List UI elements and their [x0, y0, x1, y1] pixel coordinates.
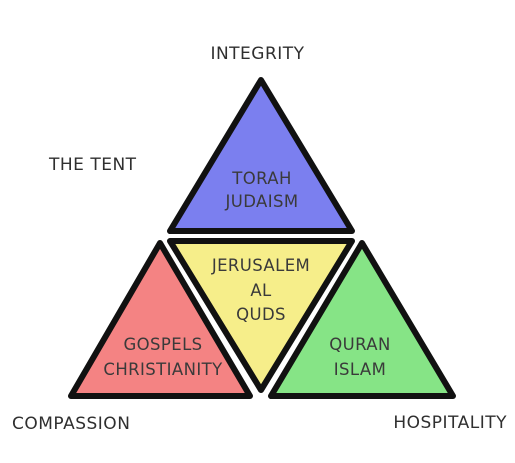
judaism-label: JUDAISM [224, 192, 298, 211]
islam-label: ISLAM [334, 360, 386, 379]
integrity-label: INTEGRITY [210, 44, 305, 64]
triangle-gospels-christianity [68, 240, 253, 399]
torah-label: TORAH [231, 169, 292, 188]
jerusalem-label: JERUSALEM [211, 256, 310, 275]
gospels-label: GOSPELS [123, 335, 202, 354]
quds-label: QUDS [236, 305, 286, 324]
hospitality-label: HOSPITALITY [393, 413, 507, 433]
compassion-label: COMPASSION [12, 414, 131, 434]
triangle-torah-judaism [167, 77, 355, 234]
quran-label: QURAN [329, 335, 391, 354]
triangle-jerusalem-al-quds [167, 238, 355, 393]
christianity-label: CHRISTIANITY [103, 360, 223, 379]
al-label: AL [250, 281, 272, 300]
triangle-quran-islam [268, 240, 456, 399]
the-tent-label: THE TENT [49, 155, 137, 175]
